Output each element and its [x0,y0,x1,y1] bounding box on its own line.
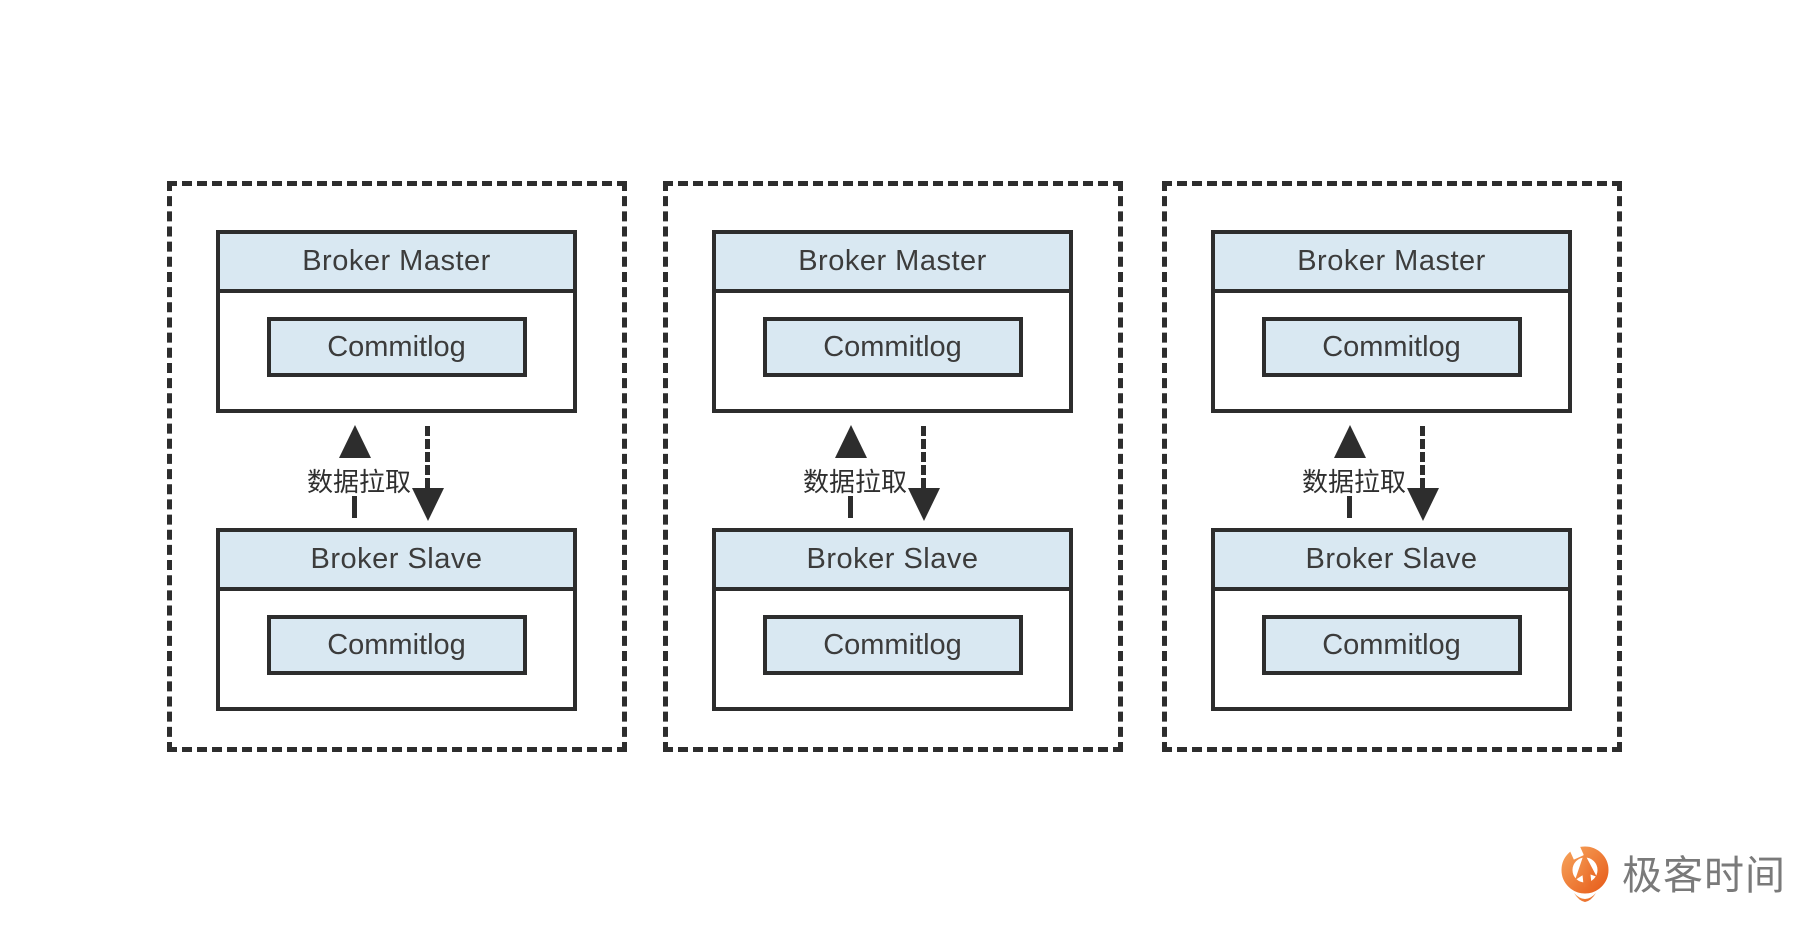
data-pull-label: 数据拉取 [284,462,434,499]
broker-slave-body: Commitlog [716,615,1069,731]
broker-master-box: Broker Master Commitlog [1211,230,1572,413]
slave-commitlog-box: Commitlog [1261,615,1522,675]
broker-slave-body: Commitlog [220,615,573,731]
ha-group-3: Broker Master Commitlog 数据拉取 Broker Slav… [1162,181,1622,752]
geektime-logo: 极客时间 [1561,845,1786,907]
arrow-up-shaft [352,496,357,518]
arrow-up-icon [835,425,867,458]
arrow-up-icon [339,425,371,458]
ha-group-2: Broker Master Commitlog 数据拉取 Broker Slav… [663,181,1123,752]
broker-slave-title: Broker Slave [716,532,1069,591]
replication-arrows: 数据拉取 [172,425,622,528]
replication-arrows: 数据拉取 [668,425,1118,528]
arrow-up-shaft [1347,496,1352,518]
arrow-down-shaft [1420,426,1425,488]
master-commitlog-box: Commitlog [1261,317,1522,377]
arrow-down-icon [908,488,940,521]
arrow-up-icon [1334,425,1366,458]
broker-slave-box: Broker Slave Commitlog [1211,528,1572,711]
arrow-down-shaft [921,426,926,488]
broker-master-box: Broker Master Commitlog [216,230,577,413]
geektime-logo-text: 极客时间 [1622,854,1786,898]
broker-master-title: Broker Master [220,234,573,293]
broker-slave-title: Broker Slave [1215,532,1568,591]
data-pull-label: 数据拉取 [780,462,930,499]
master-commitlog-box: Commitlog [762,317,1023,377]
slave-commitlog-box: Commitlog [762,615,1023,675]
slave-commitlog-box: Commitlog [266,615,527,675]
arrow-down-icon [412,488,444,521]
broker-slave-box: Broker Slave Commitlog [712,528,1073,711]
broker-slave-body: Commitlog [1215,615,1568,731]
geektime-logo-icon [1561,845,1609,902]
arrow-down-icon [1407,488,1439,521]
master-commitlog-box: Commitlog [266,317,527,377]
replication-arrows: 数据拉取 [1167,425,1617,528]
broker-slave-box: Broker Slave Commitlog [216,528,577,711]
data-pull-label: 数据拉取 [1279,462,1429,499]
broker-master-box: Broker Master Commitlog [712,230,1073,413]
arrow-down-shaft [425,426,430,488]
ha-group-1: Broker Master Commitlog 数据拉取 Broker Slav… [167,181,627,752]
arrow-up-shaft [848,496,853,518]
broker-master-body: Commitlog [716,317,1069,433]
broker-slave-title: Broker Slave [220,532,573,591]
broker-master-title: Broker Master [1215,234,1568,293]
broker-master-body: Commitlog [1215,317,1568,433]
broker-master-body: Commitlog [220,317,573,433]
broker-master-title: Broker Master [716,234,1069,293]
